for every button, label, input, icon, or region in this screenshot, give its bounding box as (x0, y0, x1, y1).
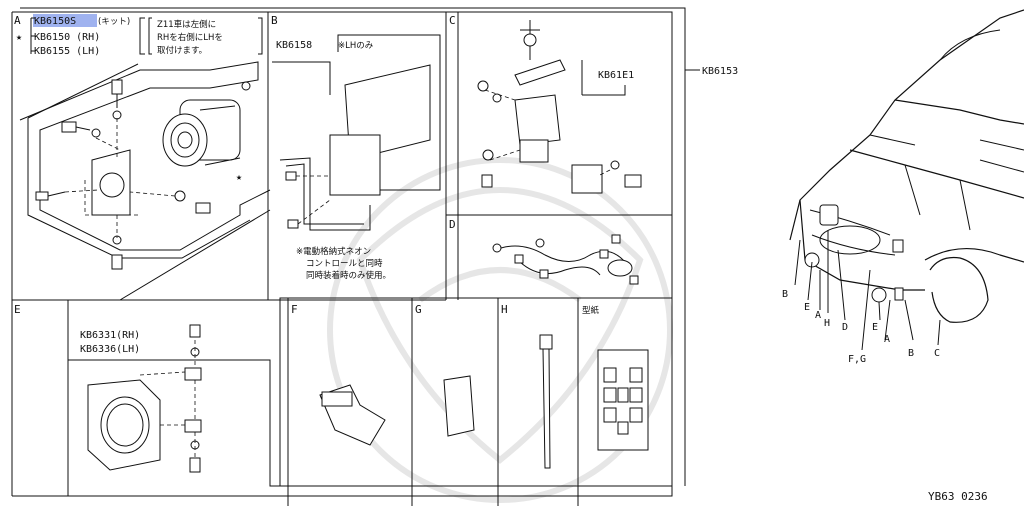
car-label-8: B (908, 348, 914, 359)
section-frames (11, 7, 686, 506)
rh-number: KB6150 (RH) (34, 32, 100, 43)
car-label-2: A (815, 310, 821, 321)
section-label-f: F (291, 303, 298, 316)
car-label-0: B (782, 289, 788, 300)
cable-tie-h (539, 334, 553, 469)
lamp-bracket (91, 149, 131, 216)
relay-assembly: KB61E1 (477, 20, 642, 194)
car-label-5: F,G (848, 354, 866, 365)
note-line-1: Z11車は左側に (157, 19, 216, 30)
star-mark-a: ★ (236, 172, 242, 183)
note-line-3: 取付けます。 (157, 45, 207, 56)
fog-lamp-body (162, 99, 241, 167)
figure-code: YB63 0236 (928, 490, 988, 503)
kit-highlight (33, 14, 97, 27)
b-note-line-2: コントロールと同時 (306, 259, 383, 269)
callout-lh-only: ※LHのみ (338, 41, 374, 51)
note-line-2: RHを右側にLHを (157, 32, 223, 43)
callout-kb6153: KB6153 (702, 66, 738, 77)
car-label-6: E (872, 322, 878, 333)
b-note-line-1: ※電動格納式ネオン (296, 246, 371, 257)
wire-harness (492, 234, 639, 285)
callout-kb61e1: KB61E1 (598, 70, 634, 81)
car-label-7: A (884, 334, 890, 345)
section-label-template: 型紙 (582, 305, 600, 316)
vehicle-labels: B E A H D F,G E A B C (782, 289, 940, 365)
callout-kb6336: KB6336(LH) (80, 344, 140, 355)
star-mark: ★ (16, 32, 22, 43)
small-parts (319, 334, 649, 469)
car-label-1: E (804, 302, 810, 313)
section-label-d: D (449, 218, 456, 231)
b-note-line-3: 同時装着時のみ使用。 (306, 270, 391, 281)
clip-f (319, 384, 386, 446)
section-label-b: B (271, 14, 278, 27)
car-label-9: C (934, 348, 940, 359)
kit-label: (キット) (98, 17, 130, 27)
section-label-g: G (415, 303, 422, 316)
callout-kb6331: KB6331(RH) (80, 330, 140, 341)
lh-number: KB6155 (LH) (34, 46, 100, 57)
bezel-assembly: KB6331(RH) KB6336(LH) (67, 209, 271, 473)
car-label-3: H (824, 318, 830, 329)
section-label-a: A (14, 14, 21, 27)
car-label-4: D (842, 322, 848, 333)
neon-control-assembly: KB6158 ※LHのみ ※電動格納式ネオン コントロールと同時 同時装着時のみ… (272, 34, 441, 281)
callout-kb6158: KB6158 (276, 40, 312, 51)
kit-number: KB6150S (34, 16, 76, 27)
section-label-h: H (501, 303, 508, 316)
pad-g (443, 375, 475, 437)
kit-legend: KB6150S (キット) ★ KB6150 (RH) KB6155 (LH) … (16, 14, 263, 57)
section-label-e: E (14, 303, 21, 316)
dash-lines-a (64, 118, 176, 238)
vehicle-illustration (789, 9, 1024, 351)
template-sheet (597, 349, 649, 451)
fog-lamp-assembly: ★ (19, 61, 271, 270)
section-label-c: C (449, 14, 456, 27)
section-labels: A B C D E F G H 型紙 (14, 14, 600, 316)
